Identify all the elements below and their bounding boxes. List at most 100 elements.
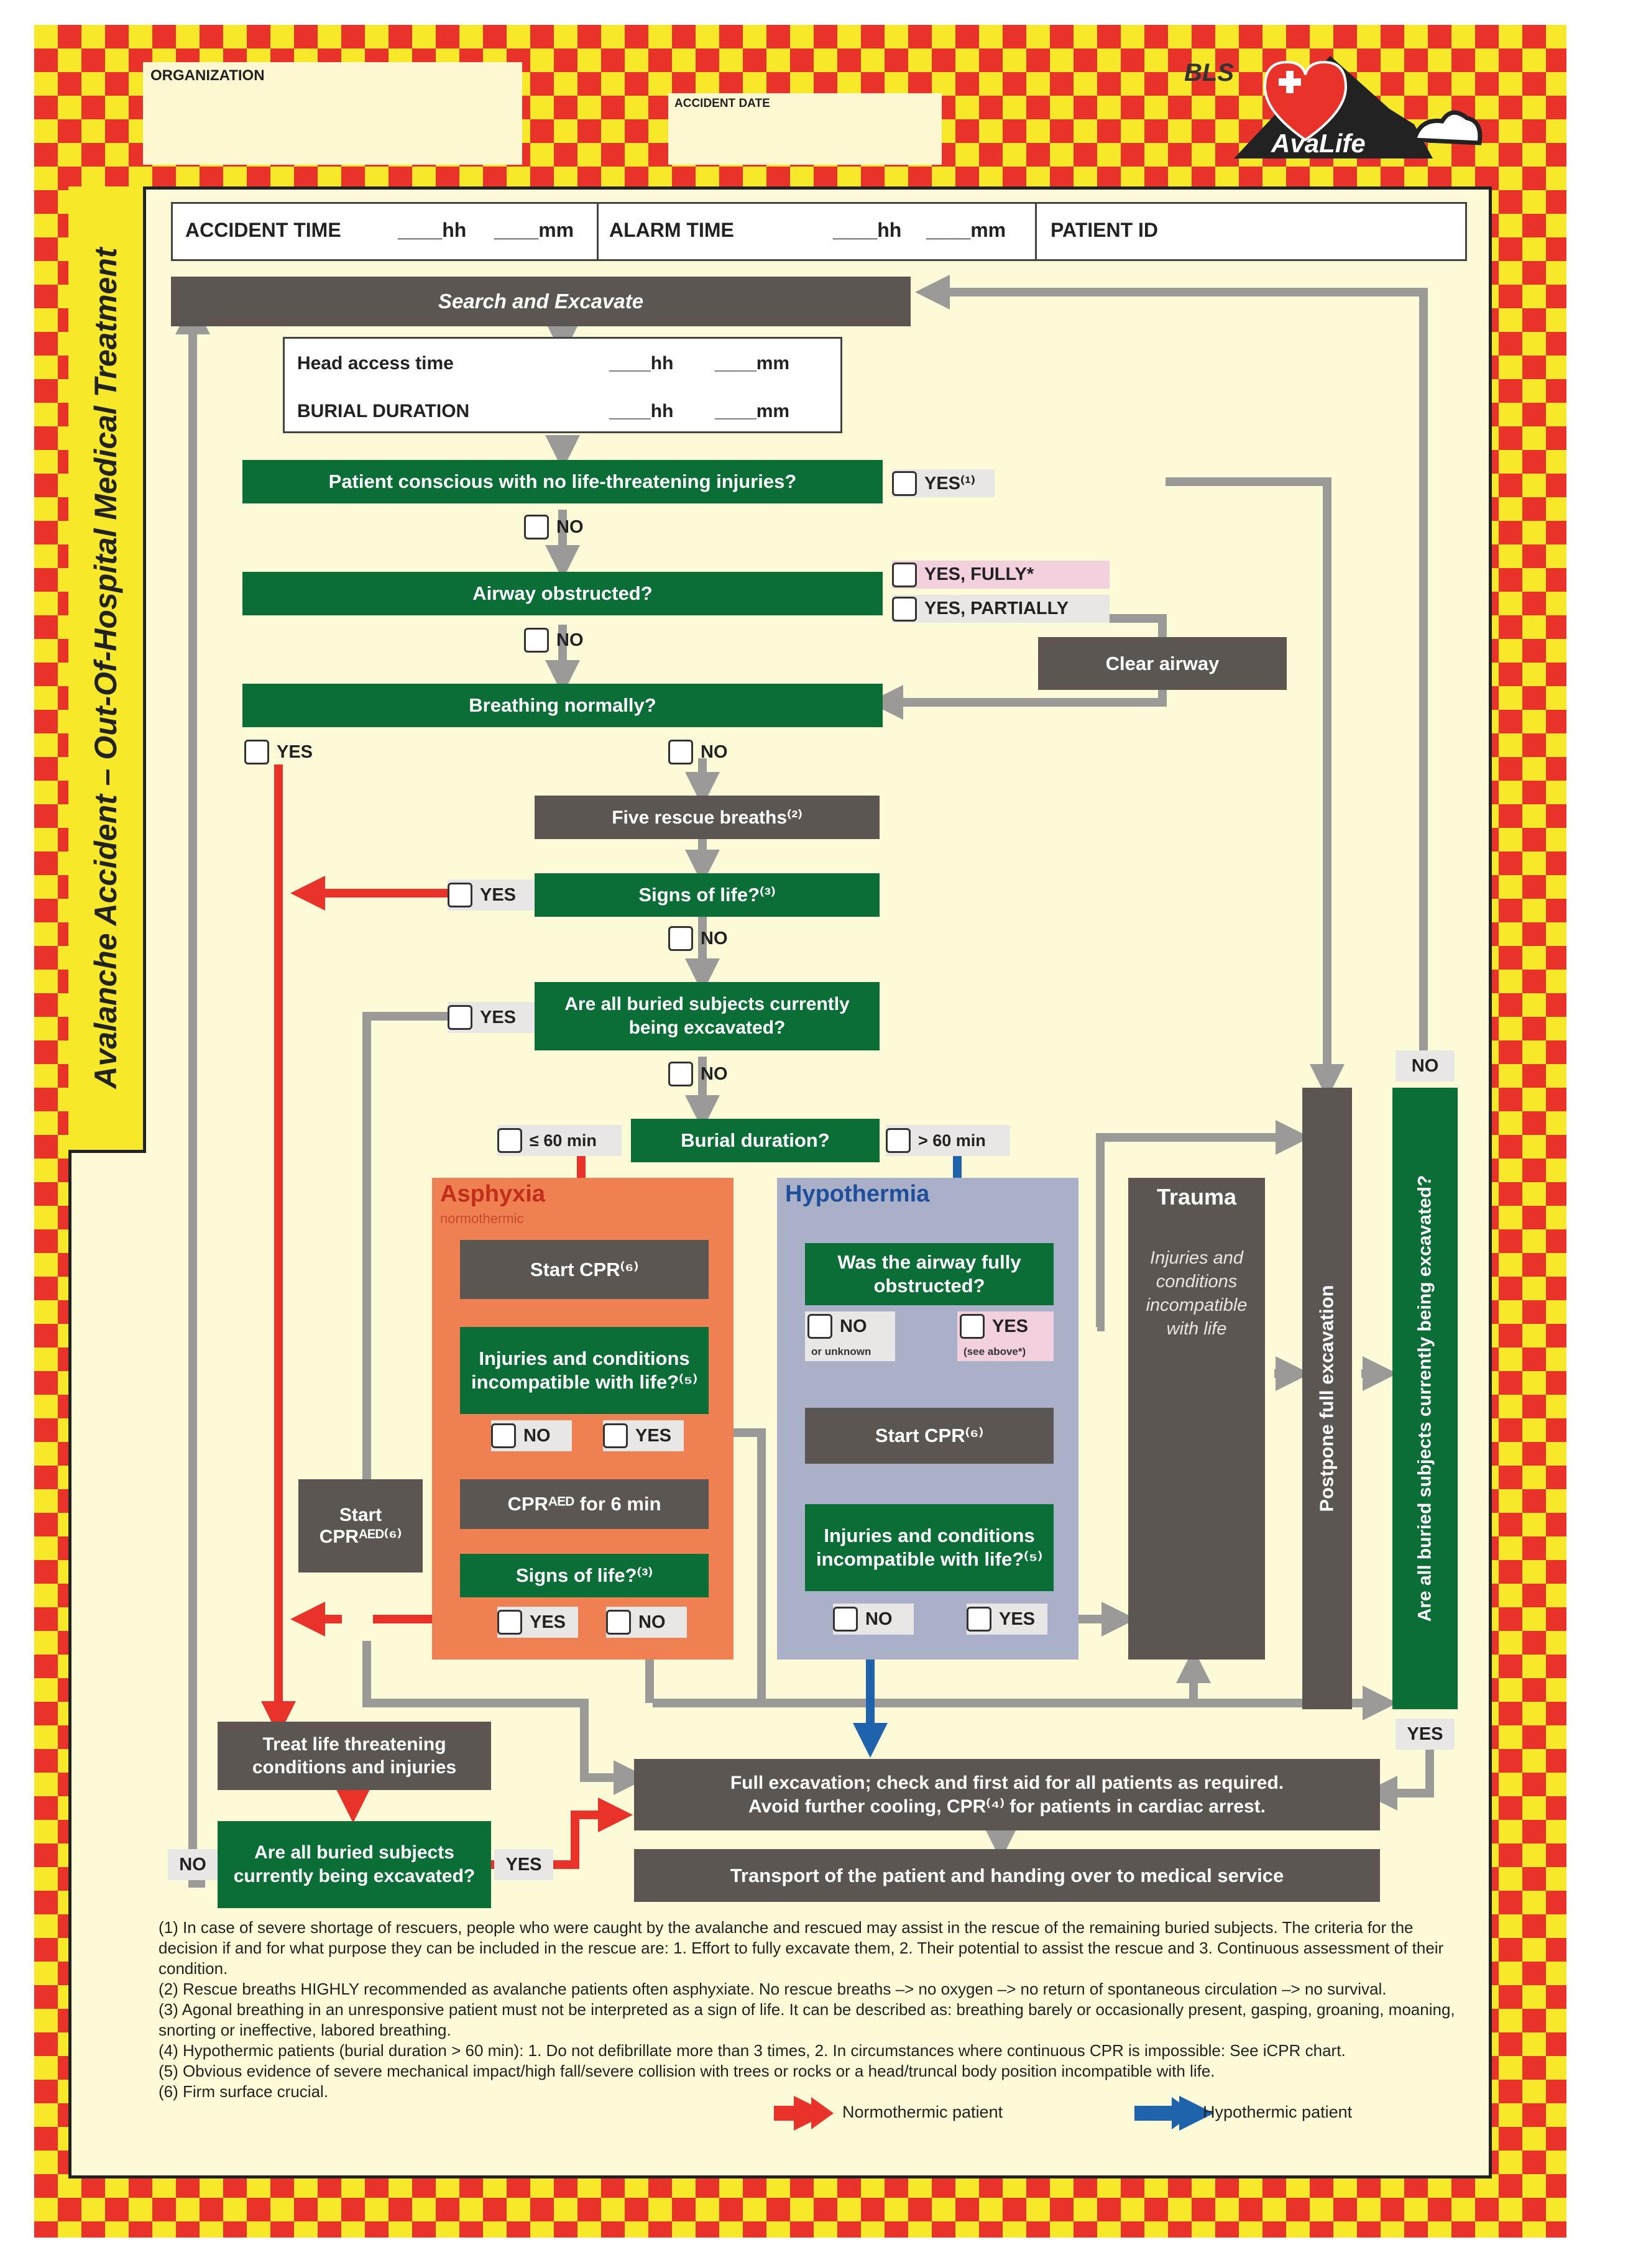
conscious-question: Patient conscious with no life-threateni… [242,460,883,503]
option-label: YES [530,1612,566,1632]
organization-field[interactable]: ORGANIZATION [143,62,522,165]
head-access-hh[interactable]: ____hh [609,353,674,374]
vertical-no-label[interactable]: NO [1396,1050,1455,1081]
see-above-label: (see above*) [963,1346,1026,1357]
trauma-title: Trauma [1156,1184,1237,1210]
option-label: YES [1407,1724,1443,1744]
avalife-logo: AvaLife [1228,50,1483,168]
bls-label: BLS [1184,59,1234,86]
airway-question: Airway obstructed? [242,572,883,615]
injuries-question-hypothermia: Injuries and conditions incompatible wit… [805,1504,1054,1591]
or-unknown-label: or unknown [811,1346,871,1357]
conscious-yes-checkbox[interactable]: YES⁽¹⁾ [892,469,995,497]
breathing-no-checkbox[interactable]: NO [668,740,728,764]
burial-duration-label: BURIAL DURATION [297,401,470,421]
legend-hypothermic: Hypothermic patient [1203,2103,1353,2121]
asphyxia-title: Asphyxia [440,1181,545,1207]
option-label: NO [701,1063,728,1084]
footnote-2: (2) Rescue breaths HIGHLY recommended as… [159,1980,1387,1998]
option-label: YES⁽¹⁾ [924,474,975,494]
airway-fully-yes-checkbox[interactable]: YES (see above*) [957,1311,1054,1361]
full-excavation-box: Full excavation; check and first aid for… [634,1759,1380,1830]
injuries-asphyxia-yes-checkbox[interactable]: YES [603,1420,684,1451]
all-buried-1-no-checkbox[interactable]: NO [668,1062,728,1086]
search-excavate-box: Search and Excavate [171,277,911,326]
all-buried-1-yes-checkbox[interactable]: YES [448,1002,535,1033]
all-buried-vertical-question: Are all buried subjects currently being … [1392,1088,1458,1709]
option-label: YES [277,741,313,762]
footnote-6: (6) Firm surface crucial. [159,2082,329,2101]
option-label: NO [638,1612,666,1632]
option-label: NO [701,741,728,762]
option-label: ≤ 60 min [530,1131,597,1150]
postpone-label: Postpone full excavation [1316,1285,1338,1512]
patient-id-label: PATIENT ID [1051,219,1159,241]
option-label: YES [480,1007,517,1027]
accident-date-field[interactable]: ACCIDENT DATE [668,93,942,165]
airway-no-checkbox[interactable]: NO [524,628,584,653]
conscious-no-checkbox[interactable]: NO [524,515,584,539]
clear-airway-box: Clear airway [1038,637,1287,690]
airway-fully-no-checkbox[interactable]: NO or unknown [805,1311,895,1361]
airway-yes-partially-checkbox[interactable]: YES, PARTIALLY [892,595,1110,623]
divider [1035,202,1037,261]
option-label: YES [480,884,517,905]
option-label: NO [865,1609,893,1629]
start-cpr-asphyxia: Start CPR⁽⁶⁾ [460,1240,709,1299]
airway-yes-fully-checkbox[interactable]: YES, FULLY* [892,561,1110,589]
duration-gt60-checkbox[interactable]: > 60 min [886,1125,1010,1156]
duration-le60-checkbox[interactable]: ≤ 60 min [497,1125,622,1156]
postpone-excavation-box: Postpone full excavation [1302,1088,1352,1709]
footnotes: (1) In case of severe shortage of rescue… [159,1917,1464,2102]
avalife-logo-text: AvaLife [1271,129,1366,158]
option-label: NO [701,928,728,948]
signs-of-life-2-no-checkbox[interactable]: NO [606,1607,687,1638]
option-label: YES [505,1854,542,1875]
burial-duration-hh[interactable]: ____hh [609,401,674,421]
divider [597,202,599,261]
injuries-question-asphyxia: Injuries and conditions incompatible wit… [460,1327,709,1414]
option-label: NO [1411,1055,1439,1076]
all-buried-2-no-label[interactable]: NO [168,1849,218,1880]
organization-label: ORGANIZATION [150,67,265,84]
option-label: YES, PARTIALLY [924,599,1069,618]
option-label: YES [635,1425,672,1446]
injuries-asphyxia-no-checkbox[interactable]: NO [491,1420,572,1451]
red-arrow-icon [774,2095,836,2132]
accident-date-label: ACCIDENT DATE [674,97,770,110]
blue-arrow-icon [1134,2095,1197,2132]
treat-conditions-box: Treat life threatening conditions and in… [218,1722,491,1790]
option-label: NO [556,630,584,650]
signs-of-life-yes-checkbox[interactable]: YES [448,879,535,911]
start-cpr-hypothermia: Start CPR⁽⁶⁾ [805,1408,1054,1464]
injuries-hypothermia-yes-checkbox[interactable]: YES [967,1604,1047,1635]
side-title-bar: Avalanche Accident – Out-Of-Hospital Med… [68,186,146,1153]
time-fields-row [171,202,1467,261]
burial-duration-mm[interactable]: ____mm [715,401,790,421]
airway-fully-question: Was the airway fully obstructed? [805,1243,1054,1305]
head-access-mm[interactable]: ____mm [715,353,790,374]
alarm-time-mm[interactable]: ____mm [926,219,1006,241]
footnote-4: (4) Hypothermic patients (burial duratio… [159,2041,1346,2060]
breathing-question: Breathing normally? [242,684,883,727]
alarm-time-hh[interactable]: ____hh [833,219,902,241]
signs-of-life-2-yes-checkbox[interactable]: YES [497,1607,578,1638]
all-buried-2-yes-label[interactable]: YES [494,1849,553,1880]
breathing-yes-checkbox[interactable]: YES [244,740,313,764]
footnote-5: (5) Obvious evidence of severe mechanica… [159,2062,1215,2080]
cpr-aed-6min-box: CPRᴬᴱᴰ for 6 min [460,1479,709,1529]
footnote-3: (3) Agonal breathing in an unresponsive … [159,2000,1455,2039]
vertical-yes-label[interactable]: YES [1396,1719,1455,1750]
head-access-label: Head access time [297,353,454,374]
signs-of-life-no-checkbox[interactable]: NO [668,926,728,951]
option-label: NO [840,1316,867,1336]
hypothermia-title: Hypothermia [785,1181,930,1207]
accident-time-mm[interactable]: ____mm [494,219,574,241]
signs-of-life-question: Signs of life?⁽³⁾ [535,873,880,917]
accident-time-hh[interactable]: ____hh [398,219,467,241]
option-label: YES [992,1316,1029,1336]
injuries-hypothermia-no-checkbox[interactable]: NO [833,1604,914,1635]
all-buried-question-1: Are all buried subjects currently being … [535,982,880,1050]
signs-of-life-question-2: Signs of life?⁽³⁾ [460,1554,709,1597]
option-label: NO [556,516,584,537]
